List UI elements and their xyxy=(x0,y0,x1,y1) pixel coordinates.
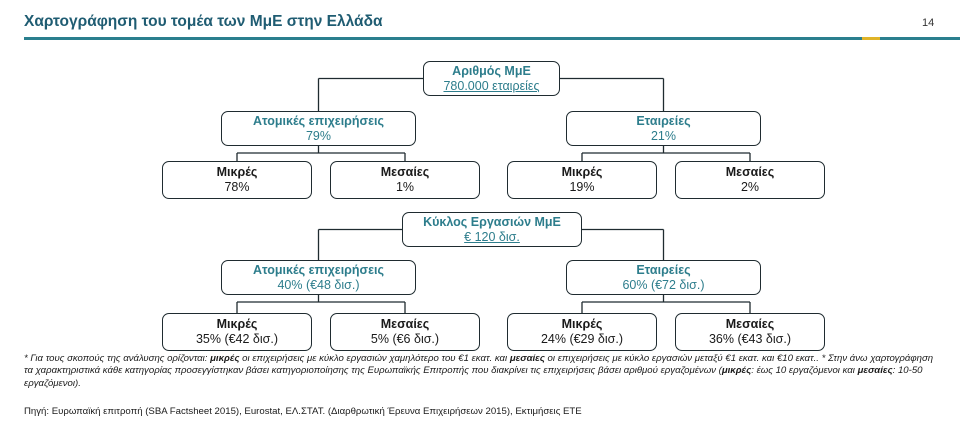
node-label: Μικρές xyxy=(216,165,258,179)
footnote: * Για τους σκοπούς της ανάλυσης ορίζοντα… xyxy=(24,353,934,389)
header-rule xyxy=(24,37,862,40)
page-number: 14 xyxy=(922,17,935,29)
node-label: Μεσαίες xyxy=(380,165,430,179)
node-value: 1% xyxy=(395,180,415,194)
node-value: 2% xyxy=(740,180,760,194)
node-value: 19% xyxy=(569,180,595,194)
node-label: Ατομικές επιχειρήσεις xyxy=(253,113,384,128)
node-label: Ατομικές επιχειρήσεις xyxy=(253,262,384,277)
node-value: 60% (€72 δισ.) xyxy=(622,277,705,292)
node-value: 5% (€6 δισ.) xyxy=(370,332,440,346)
node-label: Κύκλος Εργασιών ΜμΕ xyxy=(423,214,561,229)
node-value: 780.000 εταιρείες xyxy=(443,78,540,93)
node-label: Αριθμός ΜμΕ xyxy=(452,63,531,78)
node-label: Εταιρείες xyxy=(636,262,691,277)
node-label: Μικρές xyxy=(216,317,258,331)
root-node: Κύκλος Εργασιών ΜμΕ€ 120 δισ. xyxy=(402,212,582,247)
node-value: 78% xyxy=(224,180,250,194)
node-value: 36% (€43 δισ.) xyxy=(708,332,792,346)
node-label: Εταιρείες xyxy=(636,113,691,128)
node-value: 79% xyxy=(305,128,332,143)
header-rule-end xyxy=(880,37,960,40)
node-label: Μικρές xyxy=(561,317,603,331)
node-label: Μικρές xyxy=(561,165,603,179)
node-value: € 120 δισ. xyxy=(464,229,520,244)
node-value: 21% xyxy=(650,128,677,143)
node-label: Μεσαίες xyxy=(380,317,430,331)
node-label: Μεσαίες xyxy=(725,165,775,179)
source-note: Πηγή: Ευρωπαϊκή επιτροπή (SBA Factsheet … xyxy=(24,406,582,417)
node-value: 40% (€48 δισ.) xyxy=(277,277,360,292)
node-label: Μεσαίες xyxy=(725,317,775,331)
node-value: 24% (€29 δισ.) xyxy=(540,332,624,346)
page-title: Χαρτογράφηση του τομέα των ΜμΕ στην Ελλά… xyxy=(24,13,383,30)
header-rule-accent xyxy=(862,37,880,40)
node-value: 35% (€42 δισ.) xyxy=(195,332,279,346)
